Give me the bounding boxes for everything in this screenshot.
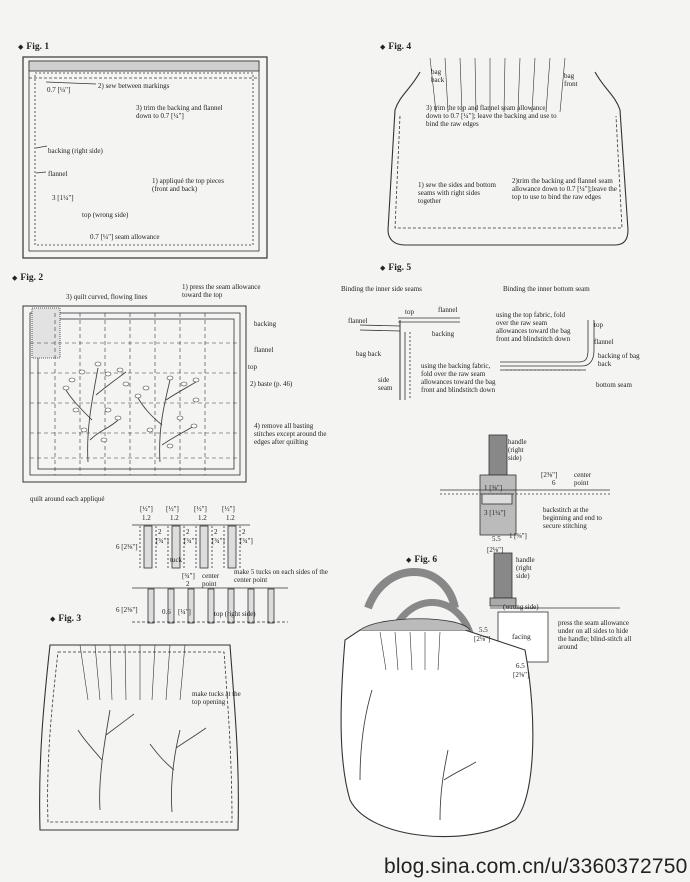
fig6-two-eighth: [2⅛"]	[474, 635, 491, 643]
fig1-label-three: 3 [1¼"]	[52, 194, 74, 202]
fig1-label-sa-top: 0.7 [¼"]	[47, 86, 71, 94]
fig2-title: ◆Fig. 2	[12, 273, 44, 283]
fig1-label-top-wrong: top (wrong side)	[82, 211, 129, 219]
handle-six: 6	[552, 479, 556, 487]
fig6-wrong-side: (wrong side)	[503, 603, 539, 611]
tuck-2-1: 2	[158, 528, 162, 536]
fig4-trim-backing: 2)trim the backing and flannel seam allo…	[512, 177, 617, 201]
fig5-flannel: flannel	[348, 317, 368, 325]
handle-backstitch: backstitch at the beginning and end to s…	[543, 506, 602, 530]
tuck-quarter: [¼"]	[178, 608, 191, 616]
fig6-press-seam: press the seam allowance under on all si…	[558, 619, 632, 651]
watermark: blog.sina.com.cn/u/3360372750	[384, 855, 688, 878]
handle-center-point: center point	[574, 471, 592, 487]
fig4-drawing	[387, 57, 629, 246]
handle-five5: 5.5	[492, 535, 501, 543]
handle-one-b: 1	[509, 532, 513, 540]
tuck-12-3: 1.2	[198, 514, 207, 522]
fig2-label-quilt-around: quilt around each appliqué	[30, 495, 105, 503]
fig5-drawing	[359, 317, 595, 400]
tuck-34-2: [¾"]	[184, 537, 197, 545]
fig5-flannel-b: flannel	[594, 338, 614, 346]
fig2-label-press-seam: 1) press the seam allowance toward the t…	[182, 283, 261, 299]
fig2-label-quilt-curved: 3) quilt curved, flowing lines	[66, 293, 148, 301]
tuck-half-2: [½"]	[166, 505, 179, 513]
fig6-two-58: [2⅝"]	[513, 671, 530, 679]
fig4-sew-sides: 1) sew the sides and bottom seams with r…	[418, 181, 496, 205]
handle-one-38: [⅜"]	[514, 532, 527, 540]
fig1-label-trim-backing: 3) trim the backing and flannel down to …	[136, 104, 223, 120]
fig2-label-top: top	[248, 363, 257, 371]
fig6-facing: facing	[512, 632, 531, 641]
handle-three-quarter: 3 [1¼"]	[484, 509, 506, 517]
tuck-2-2: 2	[186, 528, 190, 536]
fig1-title: ◆Fig. 1	[18, 42, 50, 52]
fig5-backing: backing	[432, 330, 455, 338]
tuck-two-b: 2	[186, 580, 190, 588]
fig3-title: ◆Fig. 3	[50, 614, 82, 624]
tuck-34-3: [¾"]	[212, 537, 225, 545]
tuck-quarter-top: [¾"]	[182, 572, 195, 580]
tuck-six-b: 6 [2⅜"]	[116, 606, 138, 614]
tuck-12-4: 1.2	[226, 514, 235, 522]
fig5-using-top: using the top fabric, fold over the raw …	[496, 311, 571, 343]
fig6-six5: 6.5	[516, 662, 525, 670]
fig2-label-baste: 2) baste (p. 46)	[250, 380, 293, 388]
fig2-drawing	[22, 305, 247, 483]
fig6-five5: 5.5	[479, 626, 488, 634]
tuck-half-4: [½"]	[222, 505, 235, 513]
tuck-half-1: [½"]	[140, 505, 153, 513]
fig6-handle-rs: handle (right side)	[516, 556, 535, 580]
tuck-center-point: center point	[202, 572, 220, 588]
handle-two-38: [2⅜"]	[541, 471, 558, 479]
fig6-title: ◆Fig. 6	[406, 555, 438, 565]
fig1-label-flannel: flannel	[48, 170, 68, 178]
tuck-half-3: [½"]	[194, 505, 207, 513]
fig2-label-remove-basting: 4) remove all basting stitches except ar…	[254, 422, 327, 446]
fig6-drawing	[340, 568, 534, 838]
tuck-06: 0.6	[162, 608, 171, 616]
tuck-2-4: 2	[242, 528, 246, 536]
fig5-top-b: top	[594, 321, 603, 329]
tuck-34-1: [¾"]	[156, 537, 169, 545]
tuck-34-4: [¾"]	[240, 537, 253, 545]
fig4-bag-back: bag back	[431, 68, 445, 84]
fig5-top: top	[405, 308, 414, 316]
fig5-binding-bottom: Binding the inner bottom seam	[503, 285, 590, 293]
fig1-drawing	[22, 56, 268, 259]
tuck-six-a: 6 [2⅜"]	[116, 543, 138, 551]
fig4-bag-front: bag front	[564, 72, 578, 88]
fig5-using-backing: using the backing fabric, fold over the …	[421, 362, 496, 394]
fig5-side-seam: side seam	[378, 376, 393, 392]
fig1-label-seam-allow: 0.7 [¼"] seam allowance	[90, 233, 160, 241]
tuck-top-opening: top (right side)	[214, 610, 256, 618]
fig2-label-backing: backing	[254, 320, 277, 328]
tuck-label: tuck	[170, 556, 183, 564]
fig5-binding-side: Binding the inner side seams	[341, 285, 422, 293]
fig4-title: ◆Fig. 4	[380, 42, 412, 52]
tuck-12-2: 1.2	[170, 514, 179, 522]
fig5-backing-bag-back: backing of bag back	[598, 352, 640, 368]
tuck-12-1: 1.2	[142, 514, 151, 522]
fig5-bag-back: bag back	[356, 350, 382, 358]
fig1-label-backing: backing (right side)	[48, 147, 103, 155]
fig4-trim-top: 3) trim the top and flannel seam allowan…	[426, 104, 557, 128]
fig1-label-sew-between: 2) sew between markings	[98, 82, 170, 90]
tuck-make5: make 5 tucks on each sides of the center…	[234, 568, 328, 584]
handle-bottom-dim: [2⅛"]	[487, 546, 504, 554]
fig2-label-flannel: flannel	[254, 346, 274, 354]
fig5-flannel2: flannel	[438, 306, 458, 314]
fig1-label-applique: 1) appliqué the top pieces (front and ba…	[152, 177, 224, 193]
tuck-diagrams	[132, 524, 288, 624]
fig5-title: ◆Fig. 5	[380, 263, 412, 273]
handle-one-quarter: 1 [⅜"]	[484, 484, 503, 492]
fig5-bottom-seam: bottom seam	[596, 381, 632, 389]
tuck-2-3: 2	[214, 528, 218, 536]
fig3-drawing	[39, 644, 239, 831]
fig3-make-tucks: make tucks at the top opening	[192, 690, 241, 706]
handle-rs-1: handle (right side)	[508, 438, 527, 462]
